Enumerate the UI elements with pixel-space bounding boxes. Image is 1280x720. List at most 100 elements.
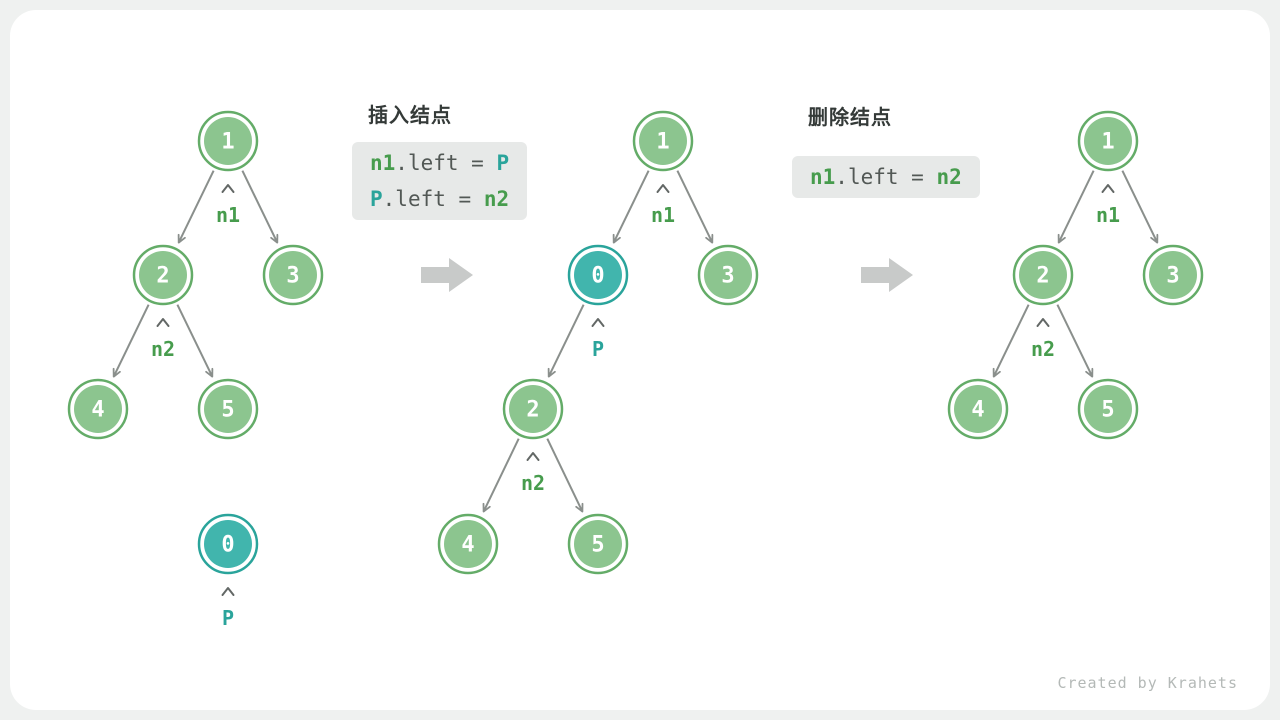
tree-edge-0-2 [547,304,585,378]
tree-edge-1-3 [676,170,714,244]
code-var-n1: n1 [370,151,396,175]
code-var-n1: n1 [810,165,836,189]
node-value: 1 [221,130,234,155]
tree-edge-1-0 [612,170,650,244]
tree-node-4: 4 [437,513,499,575]
pointer-label-n1: n1 [651,184,675,227]
code-line: P.left = n2 [370,181,509,217]
node-body [1084,117,1132,165]
tree-node-5: 5 [197,378,259,440]
tree-edge-1-2 [1057,170,1095,244]
tree-node-3: 3 [697,244,759,306]
tree-node-4: 4 [67,378,129,440]
tree-edge-1-3 [1121,170,1159,244]
node-body [1019,251,1067,299]
node-value: 5 [1101,398,1114,423]
node-body [574,251,622,299]
up-chevron-icon [526,452,540,461]
tree-node-5: 5 [1077,378,1139,440]
node-body [704,251,752,299]
node-body [74,385,122,433]
node-body [204,385,252,433]
watermark: Created by Krahets [1057,674,1238,692]
pointer-label-n1: n1 [1096,184,1120,227]
tree-node-0: 0 [197,513,259,575]
tree-edge-2-5 [176,304,214,378]
node-value: 5 [591,533,604,558]
node-value: 3 [1166,264,1179,289]
tree-edge-2-4 [112,304,150,378]
node-body [639,117,687,165]
node-body [1084,385,1132,433]
code-box-delete: n1.left = n2 [792,156,980,198]
node-body [574,520,622,568]
tree-node-3: 3 [262,244,324,306]
label-text: n2 [1031,337,1055,361]
tree-node-1: 1 [1077,110,1139,172]
node-body [444,520,492,568]
tree-node-2: 2 [1012,244,1074,306]
up-chevron-icon [1101,184,1115,193]
transition-arrow-delete [861,258,913,292]
tree-node-4: 4 [947,378,1009,440]
code-var-n2: n2 [483,187,510,211]
node-body [954,385,1002,433]
tree-node-3: 3 [1142,244,1204,306]
node-value: 3 [286,264,299,289]
node-value: 3 [721,264,734,289]
pointer-label-P: P [591,318,605,361]
transition-arrow-insert [421,258,473,292]
node-value: 4 [91,398,104,423]
pointer-label-n1: n1 [216,184,240,227]
tree-node-5: 5 [567,513,629,575]
label-text: n1 [651,203,675,227]
pointer-label-n2: n2 [1031,318,1055,361]
section-title-insert: 插入结点 [368,103,452,127]
up-chevron-icon [1036,318,1050,327]
tree-edge-2-4 [482,438,520,513]
tree-edge-1-2 [177,170,215,244]
node-value: 2 [156,264,169,289]
up-chevron-icon [221,587,235,596]
node-value: 4 [971,398,984,423]
up-chevron-icon [591,318,605,327]
section-title-delete: 删除结点 [808,105,892,129]
label-text: n1 [1096,203,1120,227]
label-text: P [222,606,234,630]
code-token: .left = [395,151,497,175]
node-body [139,251,187,299]
code-var-n2: n2 [936,165,962,189]
tree-node-2: 2 [502,378,564,440]
tree-edge-2-4 [992,304,1030,378]
node-value: 2 [1036,264,1049,289]
tree-edge-2-5 [1056,304,1094,378]
up-chevron-icon [656,184,670,193]
code-var-P: P [370,187,383,211]
label-text: n2 [151,337,175,361]
pointer-label-P: P [221,587,235,630]
node-body [269,251,317,299]
code-line: n1.left = n2 [810,159,962,195]
code-token: .left = [835,165,937,189]
label-text: n2 [521,471,545,495]
node-value: 0 [221,533,234,558]
tree-before-insert: 1 2 3 4 5 0 n1 n2P [67,110,324,630]
node-body [204,117,252,165]
node-value: 1 [1101,130,1114,155]
label-text: n1 [216,203,240,227]
node-value: 1 [656,130,669,155]
node-value: 5 [221,398,234,423]
node-body [509,385,557,433]
pointer-label-n2: n2 [151,318,175,361]
tree-node-0: 0 [567,244,629,306]
node-value: 0 [591,264,604,289]
node-body [1149,251,1197,299]
code-line: n1.left = P [370,145,509,181]
tree-after-delete: 1 2 3 4 5 n1 n2 [947,110,1204,440]
tree-node-2: 2 [132,244,194,306]
code-var-P: P [496,151,510,175]
code-token: .left = [382,187,484,211]
